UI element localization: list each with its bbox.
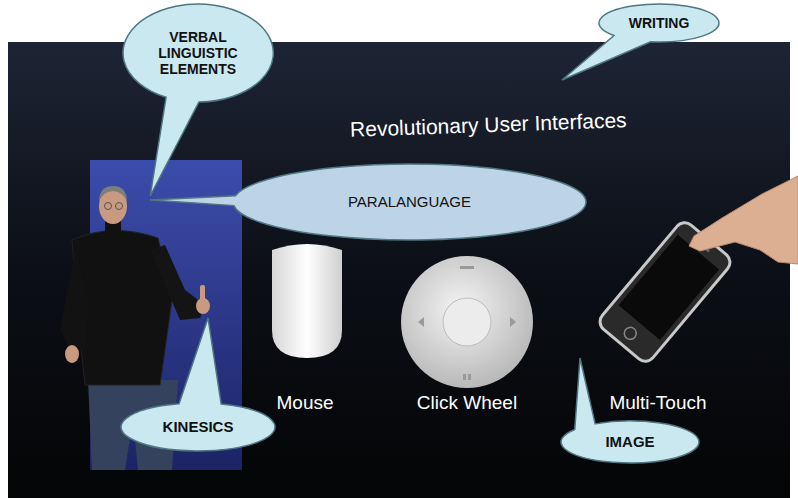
- callout-text: IMAGE: [605, 433, 654, 450]
- slide-label: Click Wheel: [417, 392, 517, 415]
- callout-shape: [150, 164, 586, 240]
- callout-shape: [123, 4, 273, 196]
- mouse-picture: [272, 244, 342, 358]
- slide-title: Revolutionary User Interfaces: [349, 107, 626, 142]
- callout-text: WRITING: [629, 15, 690, 31]
- callout-text: VERBAL LINGUISTIC ELEMENTS: [150, 29, 246, 77]
- callout-bubble: KINESICS: [120, 402, 276, 452]
- slide-background: [8, 42, 790, 498]
- hand-picture: [689, 176, 798, 264]
- callout-bubble: VERBAL LINGUISTIC ELEMENTS: [122, 3, 274, 103]
- callout-shape: [121, 318, 275, 451]
- callout-bubble: WRITING: [598, 3, 720, 43]
- callout-bubble: PARALANGUAGE: [232, 163, 587, 241]
- callout-text: PARALANGUAGE: [348, 193, 471, 210]
- callout-text: KINESICS: [163, 418, 234, 435]
- slide-label: Multi-Touch: [609, 392, 706, 415]
- callout-shape: [562, 4, 719, 80]
- click-wheel-picture: [401, 256, 533, 388]
- callout-bubble: IMAGE: [560, 420, 700, 464]
- slide-label: Mouse: [276, 392, 333, 415]
